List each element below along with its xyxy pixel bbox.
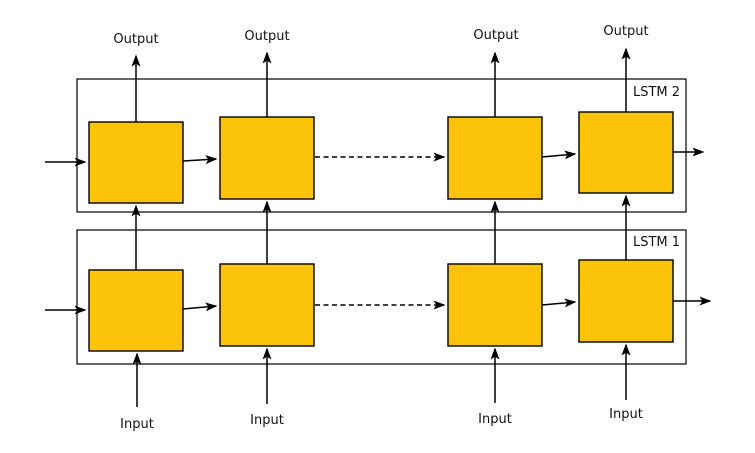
lstm2-frame xyxy=(76,78,687,213)
input-label-2: Input xyxy=(250,413,284,428)
output-label-2: Output xyxy=(244,29,290,44)
output-label-3: Output xyxy=(473,28,519,43)
lstm1-cell-4 xyxy=(578,259,674,343)
lstm2-cell3-to-cell4-arrow xyxy=(541,150,577,160)
input-label-4: Input xyxy=(609,407,643,422)
lstm1-cell1-to-cell2-arrow xyxy=(182,302,218,312)
lstm2-cell-4 xyxy=(578,111,674,194)
lstm2-cell1-to-cell2-arrow xyxy=(182,155,218,165)
output-label-1: Output xyxy=(113,32,159,47)
input-label-1: Input xyxy=(120,417,154,432)
lstm1-cell-3 xyxy=(447,263,543,347)
lstm2-cell-2 xyxy=(219,116,315,200)
lstm1-label: LSTM 1 xyxy=(633,235,681,250)
lstm2-label: LSTM 2 xyxy=(633,85,681,100)
lstm1-cell-1 xyxy=(88,269,184,352)
input-label-3: Input xyxy=(478,412,512,427)
output-label-4: Output xyxy=(603,24,649,39)
lstm2-cell-1 xyxy=(88,121,184,204)
lstm2-cell-3 xyxy=(447,116,543,200)
lstm1-cell-2 xyxy=(219,263,315,347)
lstm1-frame xyxy=(76,229,687,365)
lstm1-cell3-to-cell4-arrow xyxy=(541,298,577,308)
